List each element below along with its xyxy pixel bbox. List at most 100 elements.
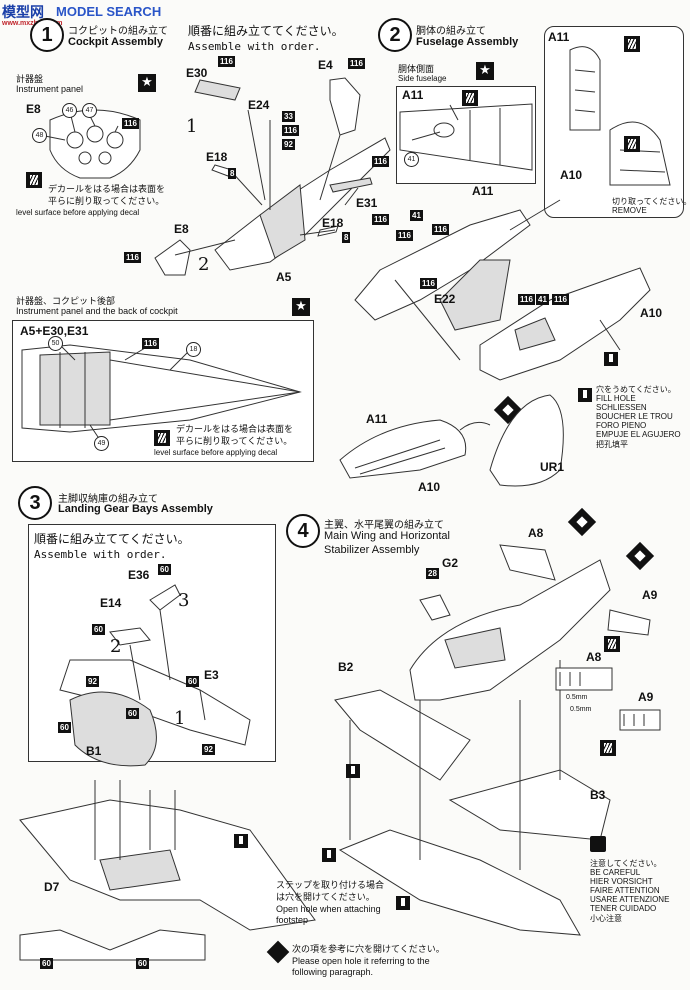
part-b3-label: B3 — [590, 788, 606, 802]
star-icon-2: ★ — [292, 298, 310, 316]
para-note-en-2: following paragraph. — [292, 967, 374, 977]
fill-en: FILL HOLE — [596, 394, 636, 403]
instrument-jp: 計器盤 — [16, 75, 44, 85]
step4-title-jp: 主翼、水平尾翼の組み立て — [324, 520, 444, 531]
fus-a11-label: A11 — [472, 184, 494, 198]
tag-fus-116-e: 116 — [552, 294, 569, 305]
tag-e18b-8: 8 — [342, 232, 351, 243]
para-note-jp: 次の項を参考に穴を開けてください。 — [292, 945, 445, 955]
detail-a9-label: A9 — [638, 690, 654, 704]
fus-e22-label: E22 — [434, 292, 456, 306]
step1-order-en: Assemble with order. — [188, 40, 321, 53]
careful-en: BE CAREFUL — [590, 868, 641, 877]
part-b2-label: B2 — [338, 660, 354, 674]
careful-es: TENER CUIDADO — [590, 904, 657, 913]
tag-fus-41-b: 41 — [536, 294, 549, 305]
step2-number: 2 — [378, 18, 412, 52]
step-note-en-1: Open hole when attaching — [276, 904, 381, 914]
step3-number: 3 — [18, 486, 52, 520]
tag-fuselage-116: 116 — [372, 156, 389, 167]
part-e36-label: E36 — [128, 568, 150, 582]
sub2-decal-jp-2: 平らに削り取ってください。 — [176, 437, 293, 447]
paint-icon-side — [462, 90, 478, 106]
watermark-url: www.mxzhan.com — [2, 20, 63, 27]
step2-title-jp: 胴体の組み立て — [416, 26, 486, 37]
tag-e30-116: 116 — [218, 56, 235, 67]
part-e18b-label: E18 — [322, 216, 344, 230]
instrument-en: Instrument panel — [16, 84, 84, 94]
paint-icon-a9 — [600, 740, 616, 756]
tag-fus-116-a: 116 — [432, 224, 449, 235]
step-note-en-2: footstep — [276, 915, 309, 925]
tag-d7-60-b: 60 — [136, 958, 149, 969]
fill-es: EMPUJE EL AGUJERO — [596, 430, 681, 439]
step1-order-jp: 順番に組み立ててください。 — [188, 24, 344, 38]
decal-jp-1: デカールをはる場合は表面を — [48, 185, 166, 195]
fill-de: SCHLIESSEN — [596, 403, 647, 412]
callout-47: 47 — [82, 103, 97, 118]
step1-title-jp: コクピットの組み立て — [68, 26, 168, 37]
part-g2-label: G2 — [442, 556, 459, 570]
sub2-jp: 計器盤、コクピット後部 — [16, 297, 116, 307]
step3-title-jp: 主脚収納庫の組み立て — [58, 494, 158, 505]
tail-a11-label: A11 — [548, 30, 570, 44]
tag-92-a: 92 — [86, 676, 99, 687]
callout-18: 18 — [186, 342, 201, 357]
paint-icon-a8 — [604, 636, 620, 652]
drill-icon-4 — [346, 764, 360, 778]
side-fuselage-en: Side fuselage — [398, 74, 447, 83]
tag-e24-92: 92 — [282, 139, 295, 150]
careful-de: HIER VORSICHT — [590, 877, 653, 886]
decal-paint-icon — [26, 172, 42, 188]
part-e24-label: E24 — [248, 98, 270, 112]
side-fuselage-jp: 胴体側面 — [398, 65, 435, 75]
drill-icon-3 — [234, 834, 248, 848]
step1-number: 1 — [30, 18, 64, 52]
fill-cn: 把孔填平 — [596, 440, 628, 449]
fus-a10-label: A10 — [640, 306, 663, 320]
tail-a10-label: A10 — [560, 168, 583, 182]
step3-title-en: Landing Gear Bays Assembly — [58, 503, 213, 515]
callout-48: 48 — [32, 128, 47, 143]
part-a5-label: A5 — [276, 270, 292, 284]
tag-60-b: 60 — [126, 708, 139, 719]
nose-a10-label: A10 — [418, 480, 441, 494]
side-a11-label: A11 — [402, 88, 424, 102]
sub2-en: Instrument panel and the back of cockpit — [16, 306, 178, 316]
tag-d7-60-a: 60 — [40, 958, 53, 969]
step4-number: 4 — [286, 514, 320, 548]
fill-it: FORO PIENO — [596, 421, 647, 430]
tail-detail-box — [544, 26, 684, 218]
seq3-3: 3 — [178, 590, 190, 611]
dim-2: 0.5mm — [570, 706, 592, 713]
star-icon: ★ — [138, 74, 156, 92]
part-a8-label: A8 — [528, 526, 544, 540]
part-e18-label: E18 — [206, 150, 228, 164]
tag-60-c: 60 — [58, 722, 71, 733]
part-e8-label: E8 — [26, 102, 41, 116]
tag-e8b-116: 116 — [124, 252, 141, 263]
callout-41: 41 — [404, 152, 419, 167]
part-e3-label: E3 — [204, 668, 219, 682]
part-a9-label: A9 — [642, 588, 658, 602]
tag-e18-8: 8 — [228, 168, 237, 179]
seq3-1: 1 — [174, 708, 186, 729]
part-d7-label: D7 — [44, 880, 60, 894]
step-note-jp-2: は穴を開けてください。 — [276, 893, 375, 903]
seq-2: 2 — [198, 254, 210, 275]
nose-a11-label: A11 — [366, 412, 388, 426]
tag-fus-41-a: 41 — [410, 210, 423, 221]
part-e8b-label: E8 — [174, 222, 189, 236]
tag-e31-116: 116 — [372, 214, 389, 225]
drill-icon-6 — [396, 896, 410, 910]
sub2-decal-en: level surface before applying decal — [154, 448, 278, 457]
step4-title-en-2: Stabilizer Assembly — [324, 544, 420, 556]
tag-e36-60: 60 — [158, 564, 171, 575]
tag-e3-60: 60 — [186, 676, 199, 687]
tag-sub2-116: 116 — [142, 338, 159, 349]
